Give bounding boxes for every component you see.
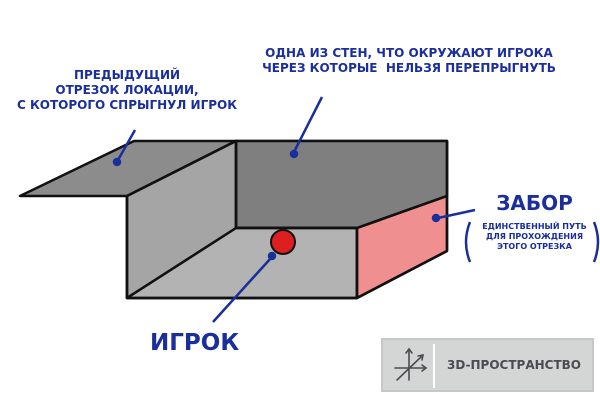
pointer-dot-wall (289, 149, 299, 159)
3d-axes-icon (394, 347, 428, 381)
label-wall-line2: через которые нельзя перепрыгнуть (262, 61, 556, 75)
badge-divider (433, 344, 435, 388)
pointer-dot-previous (112, 157, 122, 167)
label-previous-segment-line2: отрезок локации, (55, 83, 199, 97)
pointer-dot-fence (431, 213, 441, 223)
pointer-previous-segment (116, 129, 137, 161)
pointer-fence (437, 208, 476, 220)
label-previous-segment-line3: с которого спрыгнул игрок (16, 98, 238, 112)
label-wall-line1: Одна из стен, что окружают игрока (265, 46, 553, 60)
label-fence-description-line1: единственный путь (482, 222, 587, 231)
player-ball (270, 229, 296, 255)
badge-3d-space: 3D-ПРОСТРАНСТВО (381, 338, 594, 392)
label-previous-segment: Предыдущий отрезок локации, с которого с… (12, 68, 242, 113)
label-fence-title: Забор (496, 191, 573, 215)
badge-3d-label: 3D-ПРОСТРАНСТВО (447, 358, 582, 372)
pointer-wall (293, 96, 324, 151)
label-fence-description-line2: для прохождения (486, 232, 583, 241)
label-fence-description-line3: этого отрезка (497, 242, 572, 251)
label-wall: Одна из стен, что окружают игрока через … (220, 46, 598, 76)
pointer-dot-player (267, 251, 277, 261)
fence-bracket-right (592, 221, 600, 263)
label-previous-segment-line1: Предыдущий (73, 68, 181, 82)
label-player: Игрок (150, 330, 240, 356)
fence-bracket-left (464, 221, 472, 263)
pointer-player (212, 257, 272, 323)
label-fence-description: единственный путь для прохождения этого … (472, 222, 597, 252)
